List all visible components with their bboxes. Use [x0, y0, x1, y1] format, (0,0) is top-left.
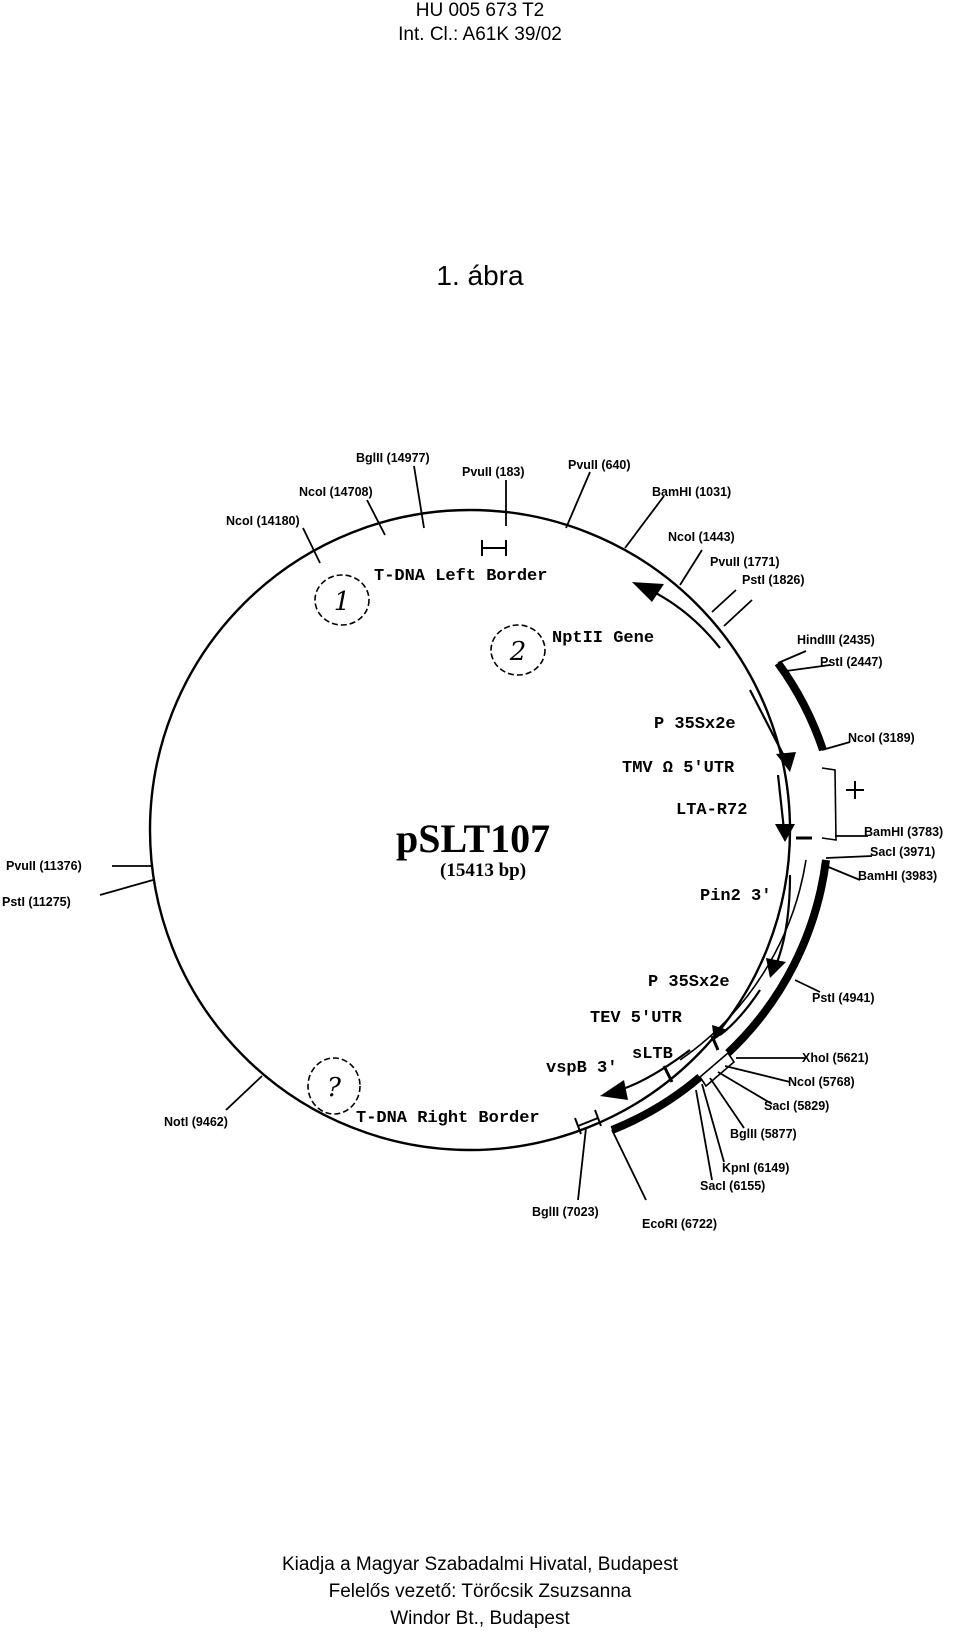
site-label: SacI (5829) [764, 1099, 829, 1113]
plasmid-size: (15413 bp) [440, 860, 526, 881]
handwritten-mark-1: 1 [314, 574, 370, 626]
right-border-mark [574, 1109, 602, 1135]
left-border-mark [481, 540, 507, 556]
site-label: NcoI (14180) [226, 514, 300, 528]
nptii-arrow-line [649, 589, 721, 649]
vspb-arrowhead [600, 1080, 628, 1100]
site-label: PstI (2447) [820, 655, 883, 669]
site-label: NcoI (14708) [299, 485, 373, 499]
site-label: PstI (1826) [742, 573, 805, 587]
tev-arrowhead [712, 1025, 728, 1040]
feature-label: P 35Sx2e [654, 715, 736, 734]
footer-printer: Windor Bt., Budapest [390, 1608, 570, 1629]
site-label: BglII (5877) [730, 1127, 797, 1141]
p35s-1-arrow-line [749, 689, 787, 761]
site-label: PvuII (11376) [6, 859, 82, 873]
site-label: BamHI (3983) [858, 869, 937, 883]
feature-label: vspB 3' [546, 1059, 617, 1078]
feature-label: LTA-R72 [676, 801, 747, 820]
lta-arrowhead [775, 824, 795, 842]
ncoi-plus-mark [846, 781, 864, 799]
site-label: PvuII (1771) [710, 555, 779, 569]
segment-bglii-ecori [610, 1073, 703, 1134]
footer-responsible: Felelős vezető: Törőcsik Zsuzsanna [328, 1581, 632, 1602]
p35s-2-arrow-line [774, 874, 792, 966]
insert-inner-line [679, 859, 807, 1061]
site-label: XhoI (5621) [802, 1051, 869, 1065]
segment-hindiii-ncoi [774, 660, 827, 752]
svg-text:2: 2 [509, 637, 527, 667]
site-label: BglII (14977) [356, 451, 430, 465]
vspb-arrow-line [619, 1049, 691, 1092]
site-label: NcoI (1443) [668, 530, 735, 544]
svg-text:1: 1 [334, 587, 351, 617]
site-label: NcoI (3189) [848, 731, 915, 745]
classification: Int. Cl.: A61K 39/02 [398, 24, 562, 45]
site-label: NcoI (5768) [788, 1075, 855, 1089]
site-label: PvuII (640) [568, 458, 631, 472]
footer-publisher: Kiadja a Magyar Szabadalmi Hivatal, Buda… [281, 1554, 679, 1575]
p35s-1-arrowhead [776, 752, 796, 772]
feature-label: T-DNA Left Border [374, 567, 547, 586]
site-label: KpnI (6149) [722, 1161, 789, 1175]
nptii-arrowhead [632, 582, 664, 602]
site-label: PstI (4941) [812, 991, 875, 1005]
site-ticks [99, 465, 873, 1201]
feature-label: Pin2 3' [700, 887, 771, 906]
feature-label: T-DNA Right Border [356, 1109, 540, 1128]
sltb-tick [662, 1065, 674, 1083]
site-label: BamHI (1031) [652, 485, 731, 499]
feature-label: NptII Gene [552, 629, 654, 648]
handwritten-mark-3: ? [307, 1057, 361, 1115]
feature-label: sLTB [632, 1045, 673, 1064]
p35s-2-arrowhead [766, 958, 786, 978]
figure-title: 1. ábra [436, 260, 524, 291]
feature-label: TMV Ω 5'UTR [622, 759, 735, 778]
site-label: PstI (11275) [2, 895, 71, 909]
segment-xhoi-bglii [698, 1051, 736, 1088]
site-label: BamHI (3783) [864, 825, 943, 839]
site-label: BglII (7023) [532, 1205, 599, 1219]
feature-label: P 35Sx2e [648, 973, 730, 992]
handwritten-mark-2: 2 [490, 624, 546, 676]
lta-arrow-line [776, 774, 786, 831]
site-label: NotI (9462) [164, 1115, 228, 1129]
segment-ncoi-bamhi [821, 767, 837, 841]
segment-saci-xhoi [725, 859, 830, 1056]
site-label: SacI (3971) [870, 845, 935, 859]
svg-text:?: ? [327, 1073, 342, 1103]
site-label: HindIII (2435) [797, 633, 875, 647]
site-label: EcoRI (6722) [642, 1217, 717, 1231]
site-label: SacI (6155) [700, 1179, 765, 1193]
feature-label: TEV 5'UTR [590, 1009, 683, 1028]
site-label: PvuII (183) [462, 465, 525, 479]
plasmid-name: pSLT107 [396, 816, 550, 861]
document-number: HU 005 673 T2 [415, 0, 545, 21]
tev-tick [710, 1035, 720, 1051]
